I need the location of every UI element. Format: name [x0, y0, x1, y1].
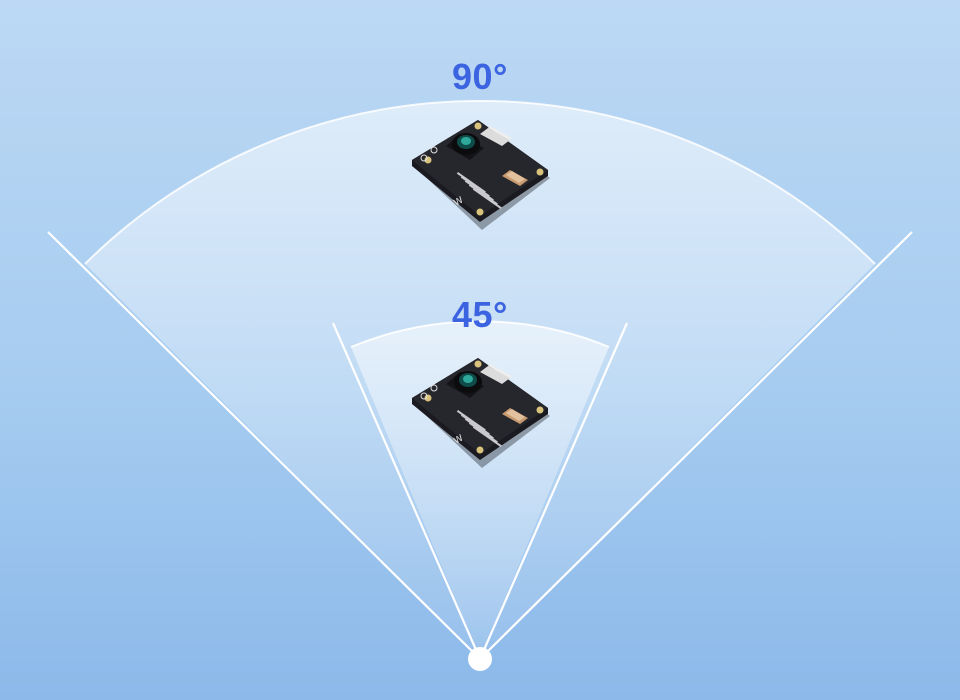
wide-ray-right — [479, 231, 913, 660]
narrow-ray-left — [331, 322, 482, 660]
wide-fov-arc — [84, 100, 876, 265]
camera-module-image: W — [412, 358, 550, 468]
wide-ray-left — [47, 231, 481, 660]
camera-module-image: W — [412, 120, 550, 230]
narrow-angle-label: 45° — [452, 294, 508, 335]
narrow-ray-right — [478, 322, 629, 660]
wide-angle-label: 90° — [452, 56, 508, 97]
origin-dot — [468, 647, 492, 671]
narrow-fov-arc — [350, 320, 610, 348]
